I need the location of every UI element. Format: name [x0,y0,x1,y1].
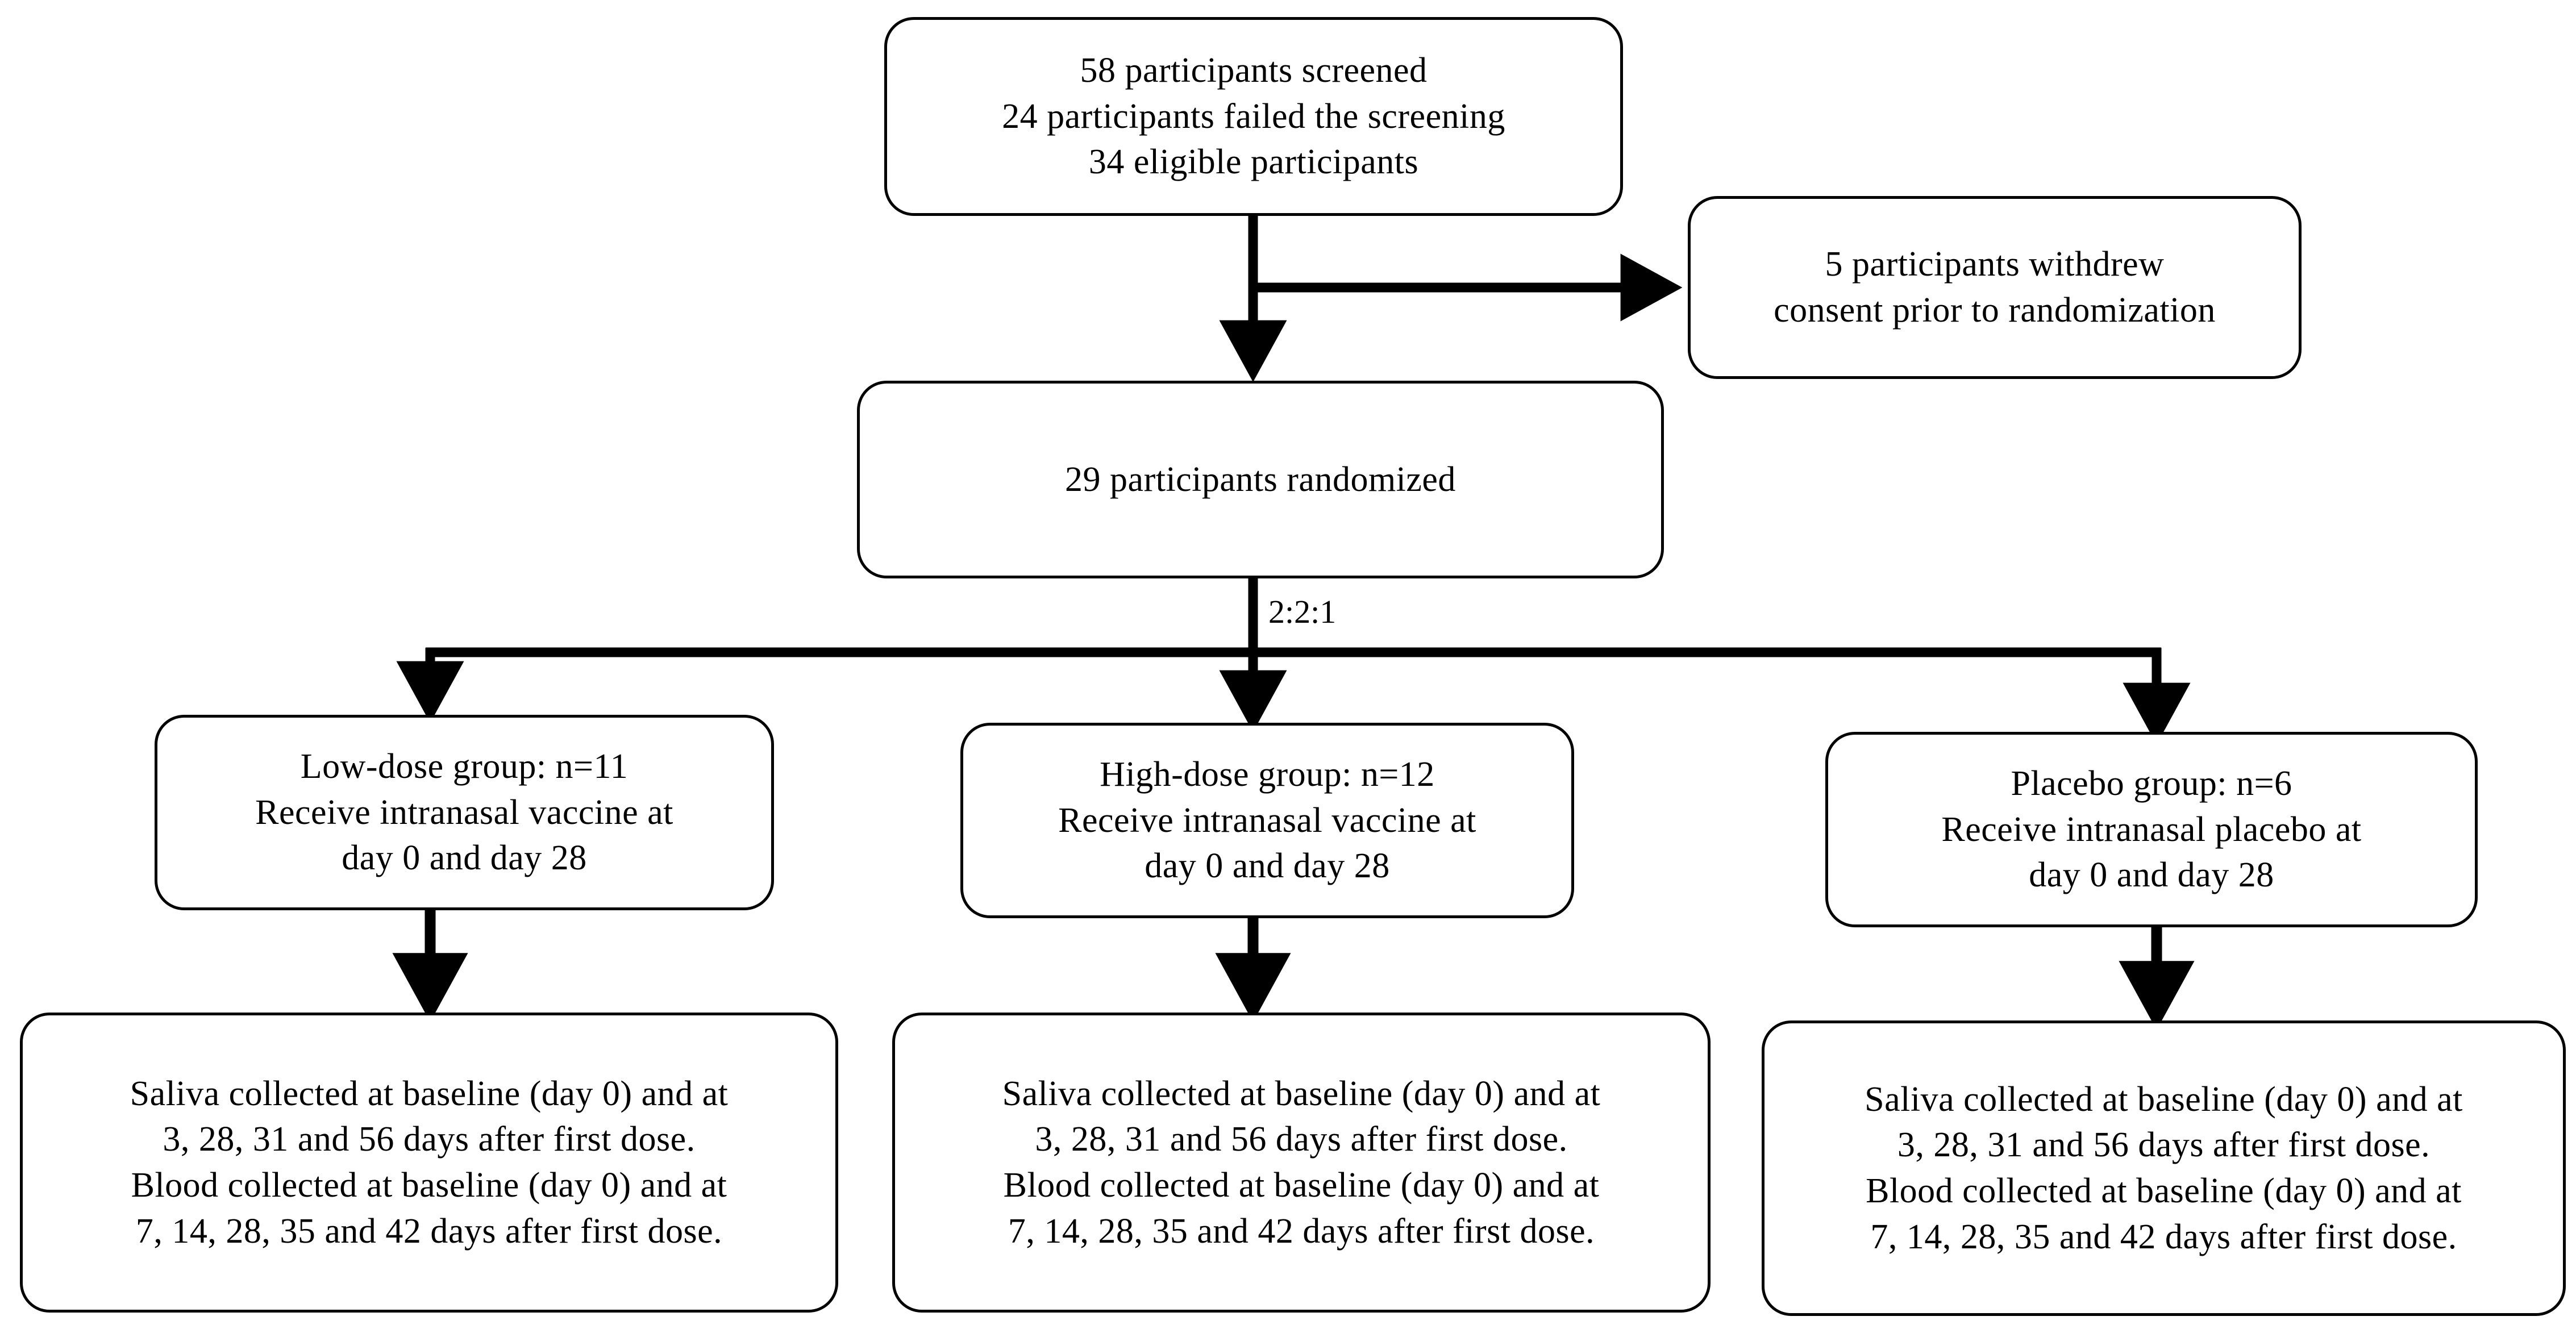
low-dose-line-3: day 0 and day 28 [342,839,587,878]
sampling-high-line-1: Saliva collected at baseline (day 0) and… [1002,1074,1601,1113]
high-dose-group-box[interactable]: High-dose group: n=12 Receive intranasal… [960,723,1574,918]
sampling-box-low-dose[interactable]: Saliva collected at baseline (day 0) and… [20,1013,838,1313]
low-dose-group-box[interactable]: Low-dose group: n=11 Receive intranasal … [155,715,774,910]
sampling-placebo-line-4: 7, 14, 28, 35 and 42 days after first do… [1870,1217,2457,1256]
high-dose-line-3: day 0 and day 28 [1145,847,1390,886]
sampling-box-high-dose[interactable]: Saliva collected at baseline (day 0) and… [892,1013,1711,1313]
high-dose-line-1: High-dose group: n=12 [1100,755,1435,794]
low-dose-line-1: Low-dose group: n=11 [300,747,629,786]
screening-line-2: 24 participants failed the screening [1002,97,1505,136]
sampling-low-line-4: 7, 14, 28, 35 and 42 days after first do… [135,1211,723,1251]
sampling-high-line-3: Blood collected at baseline (day 0) and … [1003,1166,1600,1205]
placebo-line-2: Receive intranasal placebo at [1941,810,2362,849]
sampling-placebo-line-1: Saliva collected at baseline (day 0) and… [1865,1080,2463,1119]
sampling-low-line-2: 3, 28, 31 and 56 days after first dose. [163,1120,696,1159]
placebo-line-3: day 0 and day 28 [2029,856,2274,895]
screening-line-3: 34 eligible participants [1088,143,1419,182]
sampling-high-line-4: 7, 14, 28, 35 and 42 days after first do… [1008,1211,1595,1251]
screening-line-1: 58 participants screened [1080,51,1428,90]
sampling-placebo-line-2: 3, 28, 31 and 56 days after first dose. [1897,1126,2431,1165]
withdrew-line-2: consent prior to randomization [1774,291,2216,330]
placebo-group-box[interactable]: Placebo group: n=6 Receive intranasal pl… [1825,732,2478,927]
randomization-ratio-label: 2:2:1 [1268,593,1337,630]
withdrew-box[interactable]: 5 participants withdrew consent prior to… [1688,196,2302,379]
screening-box[interactable]: 58 participants screened 24 participants… [884,17,1623,216]
randomized-line-1: 29 participants randomized [1065,460,1456,499]
sampling-low-line-3: Blood collected at baseline (day 0) and … [131,1166,727,1205]
sampling-low-line-1: Saliva collected at baseline (day 0) and… [130,1074,729,1113]
sampling-placebo-line-3: Blood collected at baseline (day 0) and … [1866,1172,2462,1210]
sampling-box-placebo[interactable]: Saliva collected at baseline (day 0) and… [1762,1020,2566,1316]
sampling-high-line-2: 3, 28, 31 and 56 days after first dose. [1035,1120,1568,1159]
withdrew-line-1: 5 participants withdrew [1825,245,2165,284]
randomized-box[interactable]: 29 participants randomized [857,381,1664,578]
placebo-line-1: Placebo group: n=6 [2011,764,2292,803]
high-dose-line-2: Receive intranasal vaccine at [1058,801,1476,840]
low-dose-line-2: Receive intranasal vaccine at [255,793,673,832]
